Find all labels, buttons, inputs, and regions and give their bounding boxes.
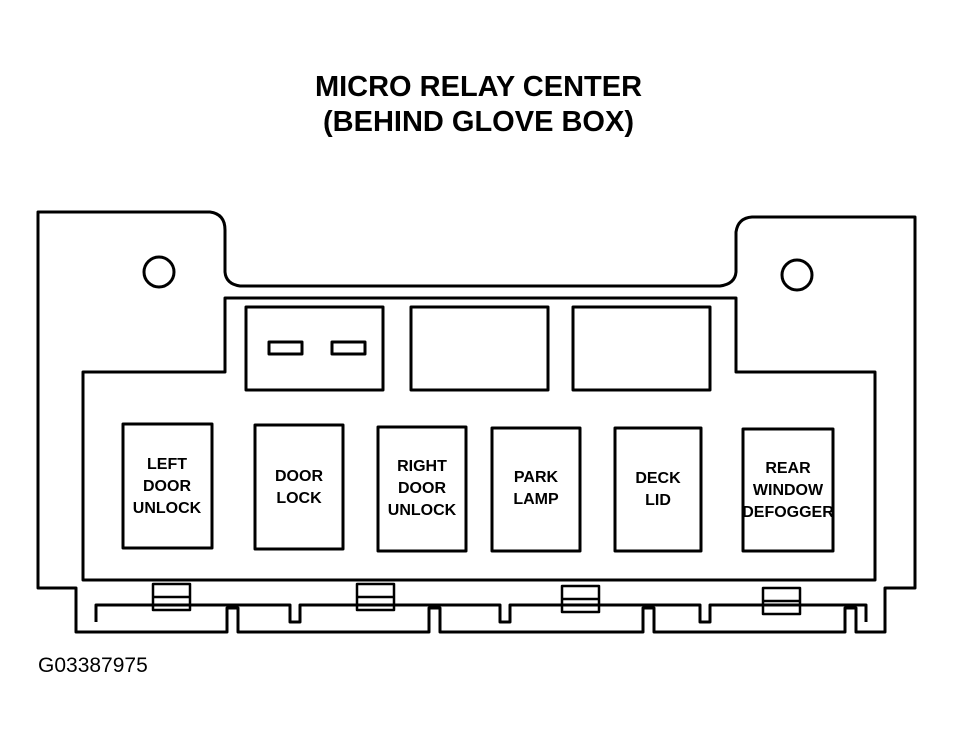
top-cavity-1	[244, 305, 385, 392]
relay-left-door-unlock: LEFT DOOR UNLOCK	[121, 422, 214, 550]
relay-label-line: LAMP	[513, 491, 559, 508]
figure-code: G03387975	[38, 654, 148, 677]
relay-label-line: UNLOCK	[388, 502, 457, 519]
diagram-title-line2: (BEHIND GLOVE BOX)	[323, 106, 634, 138]
relay-label-line: DECK	[635, 470, 681, 487]
relay-deck-lid: DECK LID	[613, 426, 703, 553]
fuse-terminal-2	[330, 340, 367, 356]
diagram-title-line1: MICRO RELAY CENTER	[314, 71, 643, 103]
housing-inner-outline	[81, 296, 877, 582]
relay-park-lamp: PARK LAMP	[490, 426, 582, 553]
housing-outline	[36, 210, 917, 634]
mounting-hole-left	[142, 255, 176, 289]
relay-label-line: PARK	[514, 469, 559, 486]
relay-label-line: UNLOCK	[133, 500, 202, 517]
relay-label-line: RIGHT	[397, 458, 447, 475]
relay-label-line: LID	[645, 492, 671, 509]
relay-label-line: WINDOW	[753, 482, 824, 499]
connector-clips	[151, 582, 802, 616]
mounting-hole-right	[780, 258, 814, 292]
relay-label-line: DEFOGGER	[742, 504, 834, 521]
relay-right-door-unlock: RIGHT DOOR UNLOCK	[376, 425, 468, 553]
relay-label-line: DOOR	[398, 480, 446, 497]
relay-label-line: LEFT	[147, 456, 187, 473]
relay-label-line: DOOR	[275, 468, 323, 485]
relay-door-lock: DOOR LOCK	[253, 423, 345, 551]
relay-label-line: DOOR	[143, 478, 191, 495]
relay-label-line: REAR	[765, 460, 811, 477]
top-cavity-3	[571, 305, 712, 392]
fuse-terminal-1	[267, 340, 304, 356]
top-cavity-2	[409, 305, 550, 392]
relay-rear-window-defogger: REAR WINDOW DEFOGGER	[741, 427, 835, 553]
relay-label-line: LOCK	[276, 490, 322, 507]
connector-rail	[94, 603, 868, 624]
